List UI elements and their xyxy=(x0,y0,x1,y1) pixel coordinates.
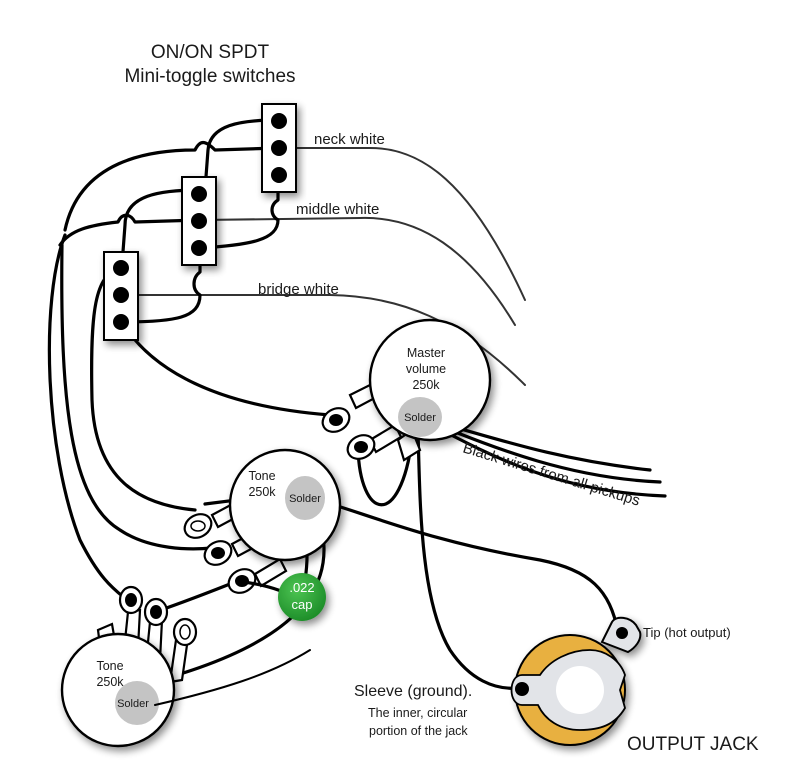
title-line-2: Mini-toggle switches xyxy=(124,66,295,87)
master-volume-pot[interactable]: Master volume 250k Solder xyxy=(318,318,492,464)
bridge-white-label: bridge white xyxy=(258,281,339,298)
master-volume-solder: Solder xyxy=(404,412,436,424)
lower-tone-wire xyxy=(154,649,311,706)
middle-white-label: middle white xyxy=(296,201,379,218)
jack-sleeve-lug[interactable] xyxy=(515,682,529,696)
output-jack[interactable] xyxy=(510,616,642,746)
black-wires-label: Black wires from all pickups xyxy=(461,440,642,510)
tone-lower-label-2: 250k xyxy=(96,675,124,689)
neck-white-wire xyxy=(277,147,526,301)
capacitor[interactable]: .022 cap xyxy=(242,573,326,621)
switch-neck[interactable] xyxy=(261,103,297,193)
neck-white-label: neck white xyxy=(314,131,385,148)
tone-lower-label-1: Tone xyxy=(96,659,123,673)
master-volume-label-3: 250k xyxy=(412,378,440,392)
tone-lower-solder: Solder xyxy=(117,698,149,710)
tone-pot-lower[interactable]: Tone 250k Solder xyxy=(60,585,198,748)
tone-pot-upper[interactable]: Tone 250k Solder xyxy=(180,448,342,598)
pickup-white-wires xyxy=(119,147,526,386)
title-line-1: ON/ON SPDT xyxy=(151,42,270,63)
tone-upper-label-2: 250k xyxy=(248,485,276,499)
tone-upper-label-1: Tone xyxy=(248,469,275,483)
switch-bridge[interactable] xyxy=(103,251,139,341)
tone-upper-solder: Solder xyxy=(289,493,321,505)
master-volume-label-1: Master xyxy=(407,346,445,360)
output-jack-title: OUTPUT JACK xyxy=(627,734,759,755)
capacitor-value: .022 xyxy=(289,580,314,595)
jack-sleeve-note-2: portion of the jack xyxy=(369,724,468,738)
bridge-white-wire xyxy=(119,294,526,386)
middle-white-wire xyxy=(199,216,516,326)
jack-sleeve-label: Sleeve (ground). xyxy=(354,683,472,700)
jack-tip-label: Tip (hot output) xyxy=(643,625,731,640)
capacitor-label: cap xyxy=(292,597,313,612)
jack-sleeve-note-1: The inner, circular xyxy=(368,706,467,720)
master-volume-label-2: volume xyxy=(406,362,446,376)
switch-middle[interactable] xyxy=(181,176,217,266)
